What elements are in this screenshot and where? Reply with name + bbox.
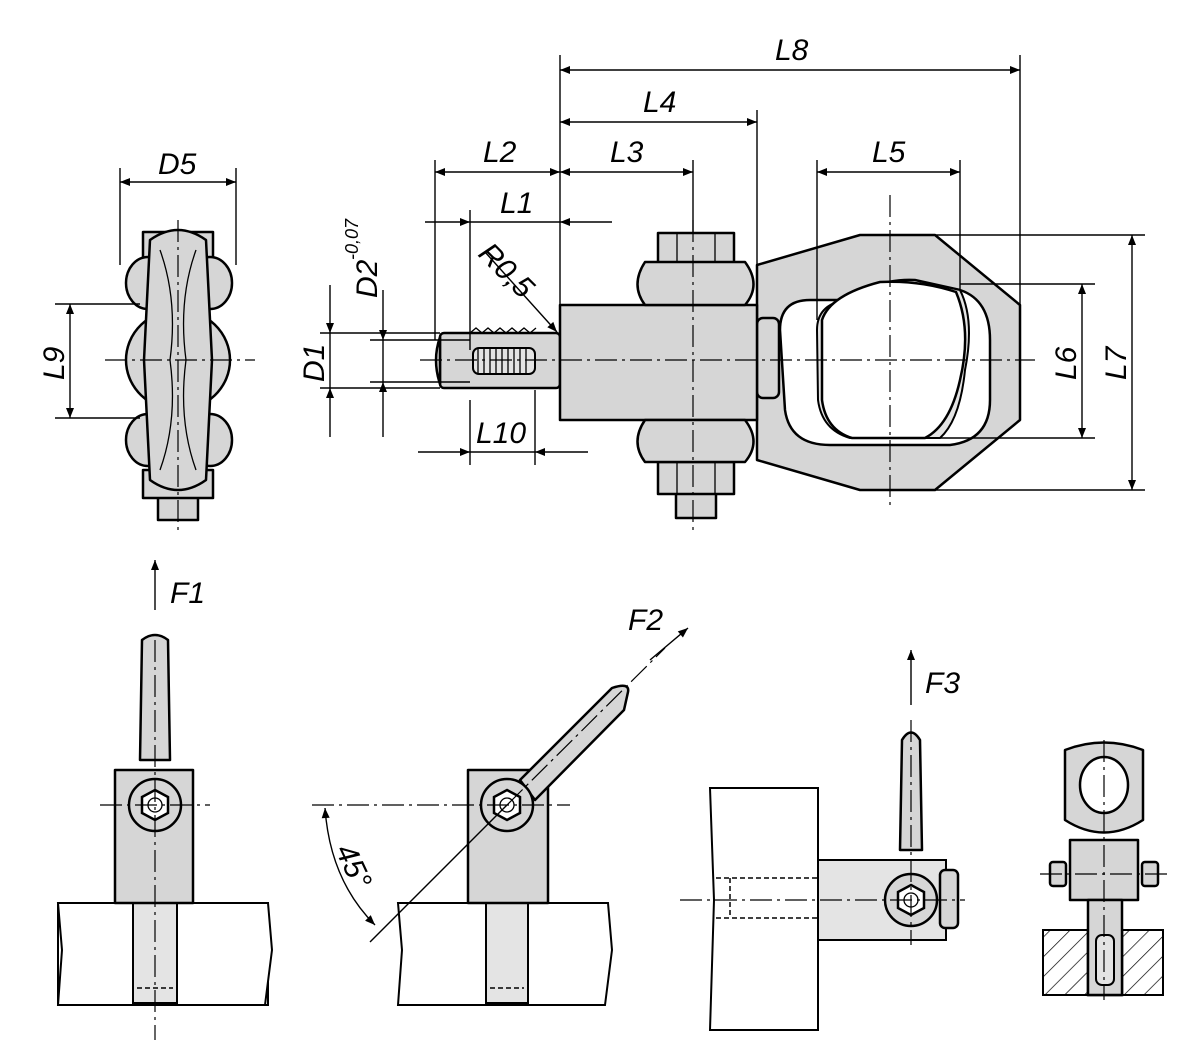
bolt-head [656,231,736,265]
load-case-f2: 45° F2 [312,604,689,1006]
label-l5: L5 [872,136,906,169]
load-case-f3: F3 [680,650,965,1031]
label-l8: L8 [775,34,809,67]
load-case-f1: F1 [56,560,274,1040]
label-r05: R0,5 [472,237,540,305]
label-d1: D1 [298,344,331,382]
eye-bolt [138,633,172,762]
label-f1: F1 [170,577,205,610]
label-f2: F2 [628,604,663,637]
label-angle-45: 45° [329,839,378,894]
eye-bolt [518,684,630,802]
label-l7: L7 [1100,345,1133,380]
body-block [558,303,759,422]
label-f3: F3 [925,667,960,700]
label-d2-tolerance: -0,07 [342,218,362,260]
label-d2: D2 [351,259,384,298]
side-view: L8 L4 L2 L3 L5 L1 R0,5 D1 D2 -0,07 [298,34,1145,530]
section-view [1040,740,1170,1000]
label-l6: L6 [1050,346,1083,380]
bottom-nut [656,460,736,496]
label-l2: L2 [483,136,517,169]
label-l9: L9 [38,346,71,380]
label-l10: L10 [476,417,526,450]
label-d5: D5 [158,148,197,181]
label-l1: L1 [500,187,533,220]
label-l3: L3 [610,136,644,169]
front-view: D5 L9 [38,148,255,530]
label-l4: L4 [643,86,676,119]
